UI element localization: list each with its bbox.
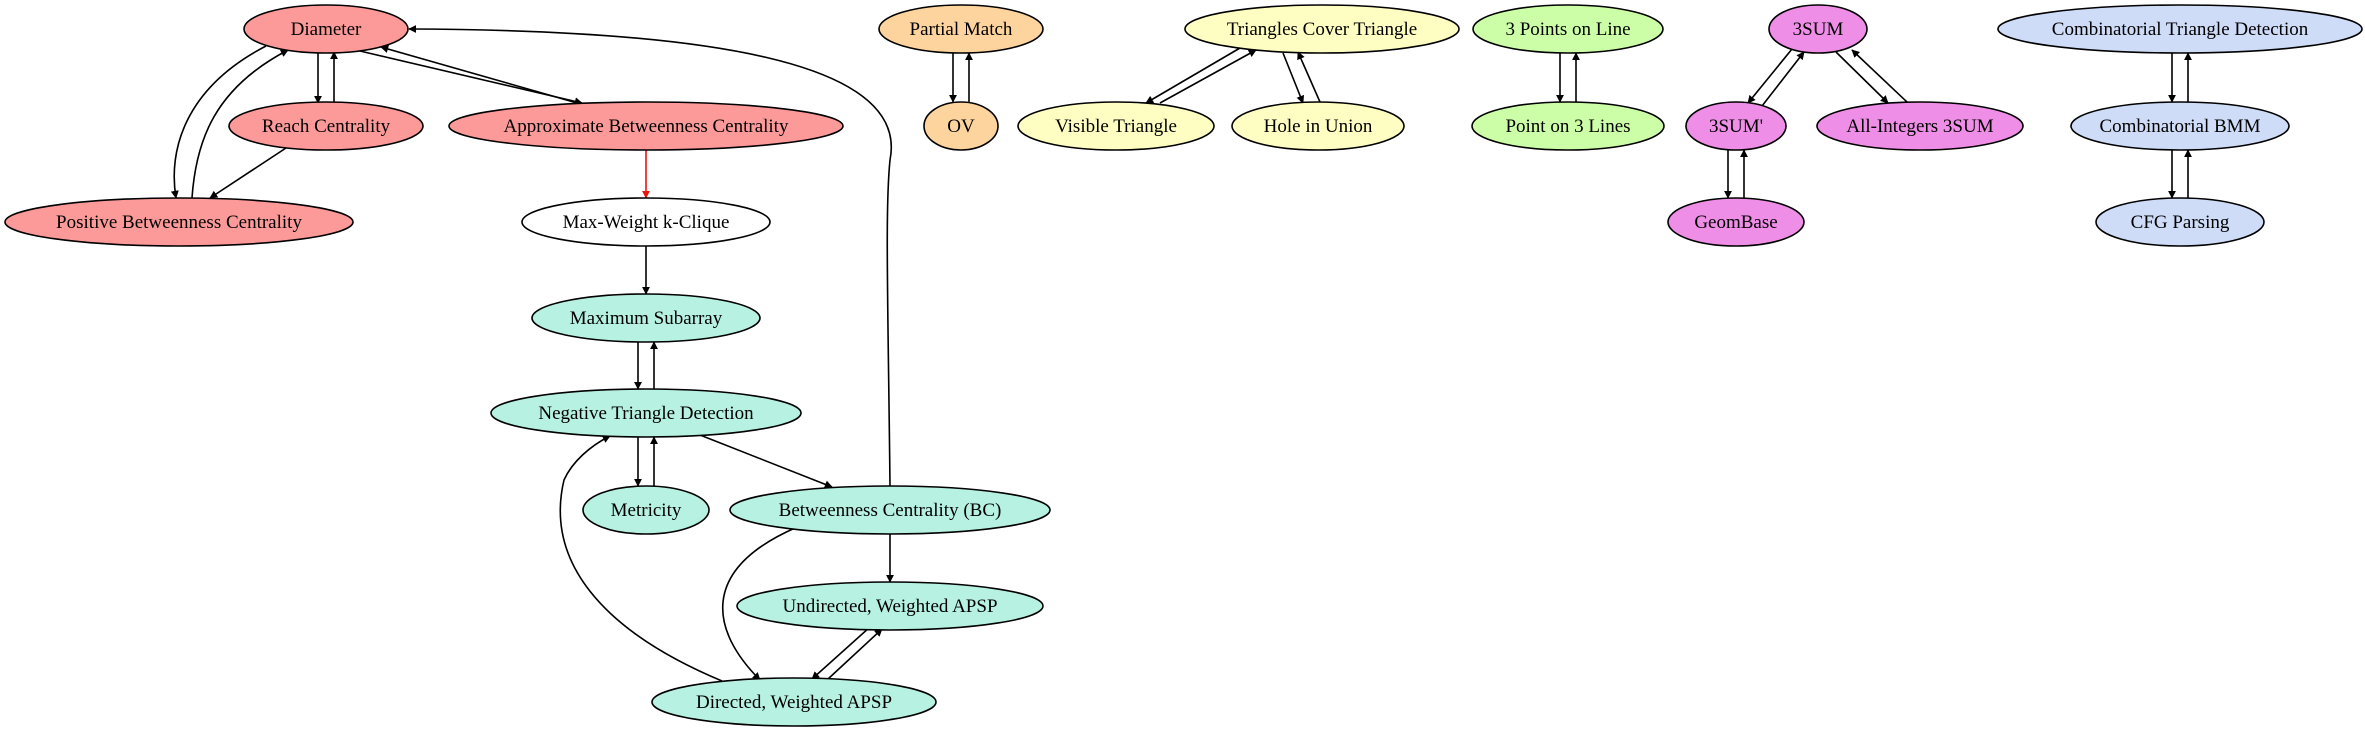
node-label-three-points-on-line: 3 Points on Line [1505,19,1630,40]
node-label-max-weight-k-clique: Max-Weight k-Clique [563,212,730,233]
node-shape-betweenness-centrality [729,485,1051,535]
node-label-three-sum-prime: 3SUM' [1709,116,1763,137]
node-shape-negative-triangle [490,388,802,438]
node-geombase: GeomBase [1667,197,1805,247]
node-ov: OV [923,101,999,151]
node-comb-triangle-detection: Combinatorial Triangle Detection [1997,4,2363,54]
node-shape-reach-centrality [228,101,424,151]
node-shape-approx-bc [448,101,844,151]
edges-layer [170,25,2192,682]
node-label-maximum-subarray: Maximum Subarray [570,308,723,329]
edge-hole-to-triangles-cover [1297,51,1321,103]
node-shape-triangles-cover [1184,4,1460,54]
node-shape-undirected-apsp [736,581,1044,631]
node-shape-ov [923,101,999,151]
node-partial-match: Partial Match [878,4,1044,54]
edge-negative-triangle-to-bc [699,434,833,489]
node-negative-triangle: Negative Triangle Detection [490,388,802,438]
edge-diameter-to-positive-bc [170,45,267,199]
node-shape-three-points-on-line [1472,4,1664,54]
node-label-geombase: GeomBase [1694,212,1777,233]
node-hole-in-union: Hole in Union [1231,101,1405,151]
node-undirected-apsp: Undirected, Weighted APSP [736,581,1044,631]
node-label-metricity: Metricity [611,500,682,521]
node-shape-geombase [1667,197,1805,247]
node-label-comb-bmm: Combinatorial BMM [2100,116,2261,137]
node-betweenness-centrality: Betweenness Centrality (BC) [729,485,1051,535]
node-approx-bc: Approximate Betweenness Centrality [448,101,844,151]
node-shape-comb-triangle-detection [1997,4,2363,54]
node-label-approx-bc: Approximate Betweenness Centrality [504,116,789,137]
node-shape-cfg-parsing [2095,197,2265,247]
edge-bc-to-directed-apsp [721,527,796,681]
node-label-positive-bc: Positive Betweenness Centrality [56,212,302,233]
edge-triangles-cover-to-visible [1145,47,1241,104]
edge-reach-to-positive-bc [209,147,287,199]
node-metricity: Metricity [582,485,710,535]
node-positive-bc: Positive Betweenness Centrality [4,197,354,247]
node-label-triangles-cover: Triangles Cover Triangle [1227,19,1417,40]
node-shape-visible-triangle [1017,101,1215,151]
node-label-diameter: Diameter [291,19,362,40]
edge-approx-bc-to-diameter [380,45,578,104]
node-label-negative-triangle: Negative Triangle Detection [538,403,754,424]
node-label-betweenness-centrality: Betweenness Centrality (BC) [779,500,1002,521]
node-label-comb-triangle-detection: Combinatorial Triangle Detection [2052,19,2309,40]
node-shape-directed-apsp [651,677,937,727]
node-three-sum-prime: 3SUM' [1685,101,1787,151]
node-label-visible-triangle: Visible Triangle [1055,116,1177,137]
node-point-on-three-lines: Point on 3 Lines [1471,101,1665,151]
node-label-three-sum: 3SUM [1793,19,1844,40]
edge-triangles-cover-to-hole [1282,52,1305,104]
node-label-undirected-apsp: Undirected, Weighted APSP [782,596,997,617]
edge-positive-bc-to-diameter [191,49,289,199]
node-reach-centrality: Reach Centrality [228,101,424,151]
node-shape-all-integers-3sum [1816,101,2024,151]
node-shape-metricity [582,485,710,535]
node-diameter: Diameter [243,4,409,54]
node-shape-three-sum-prime [1685,101,1787,151]
node-three-points-on-line: 3 Points on Line [1472,4,1664,54]
node-label-hole-in-union: Hole in Union [1264,116,1373,137]
edge-directed-apsp-to-negative-triangle [559,435,723,682]
node-label-ov: OV [947,116,975,137]
node-cfg-parsing: CFG Parsing [2095,197,2265,247]
node-label-reach-centrality: Reach Centrality [262,116,391,137]
node-shape-three-sum [1768,4,1868,54]
node-label-all-integers-3sum: All-Integers 3SUM [1846,116,1993,137]
node-shape-partial-match [878,4,1044,54]
node-shape-comb-bmm [2070,101,2290,151]
edge-all-integers-to-3sum [1851,49,1908,103]
edge-bc-to-diameter [408,25,893,487]
node-shape-point-on-three-lines [1471,101,1665,151]
edge-undirected-to-directed-apsp [811,626,871,680]
edge-3sum-to-3sum-prime [1747,48,1793,104]
node-three-sum: 3SUM [1768,4,1868,54]
node-comb-bmm: Combinatorial BMM [2070,101,2290,151]
edge-directed-to-undirected-apsp [827,628,883,680]
node-directed-apsp: Directed, Weighted APSP [651,677,937,727]
node-shape-diameter [243,4,409,54]
node-maximum-subarray: Maximum Subarray [531,293,761,343]
edge-3sum-to-all-integers [1835,51,1889,104]
node-visible-triangle: Visible Triangle [1017,101,1215,151]
node-all-integers-3sum: All-Integers 3SUM [1816,101,2024,151]
node-max-weight-k-clique: Max-Weight k-Clique [521,197,771,247]
edge-visible-to-triangles-cover [1159,49,1257,104]
node-label-point-on-three-lines: Point on 3 Lines [1505,116,1630,137]
node-label-cfg-parsing: CFG Parsing [2131,212,2230,233]
node-shape-hole-in-union [1231,101,1405,151]
node-shape-positive-bc [4,197,354,247]
node-label-partial-match: Partial Match [910,19,1013,40]
node-label-directed-apsp: Directed, Weighted APSP [696,692,892,713]
node-shape-maximum-subarray [531,293,761,343]
edge-3sum-prime-to-3sum [1761,51,1805,107]
node-shape-max-weight-k-clique [521,197,771,247]
node-triangles-cover: Triangles Cover Triangle [1184,4,1460,54]
